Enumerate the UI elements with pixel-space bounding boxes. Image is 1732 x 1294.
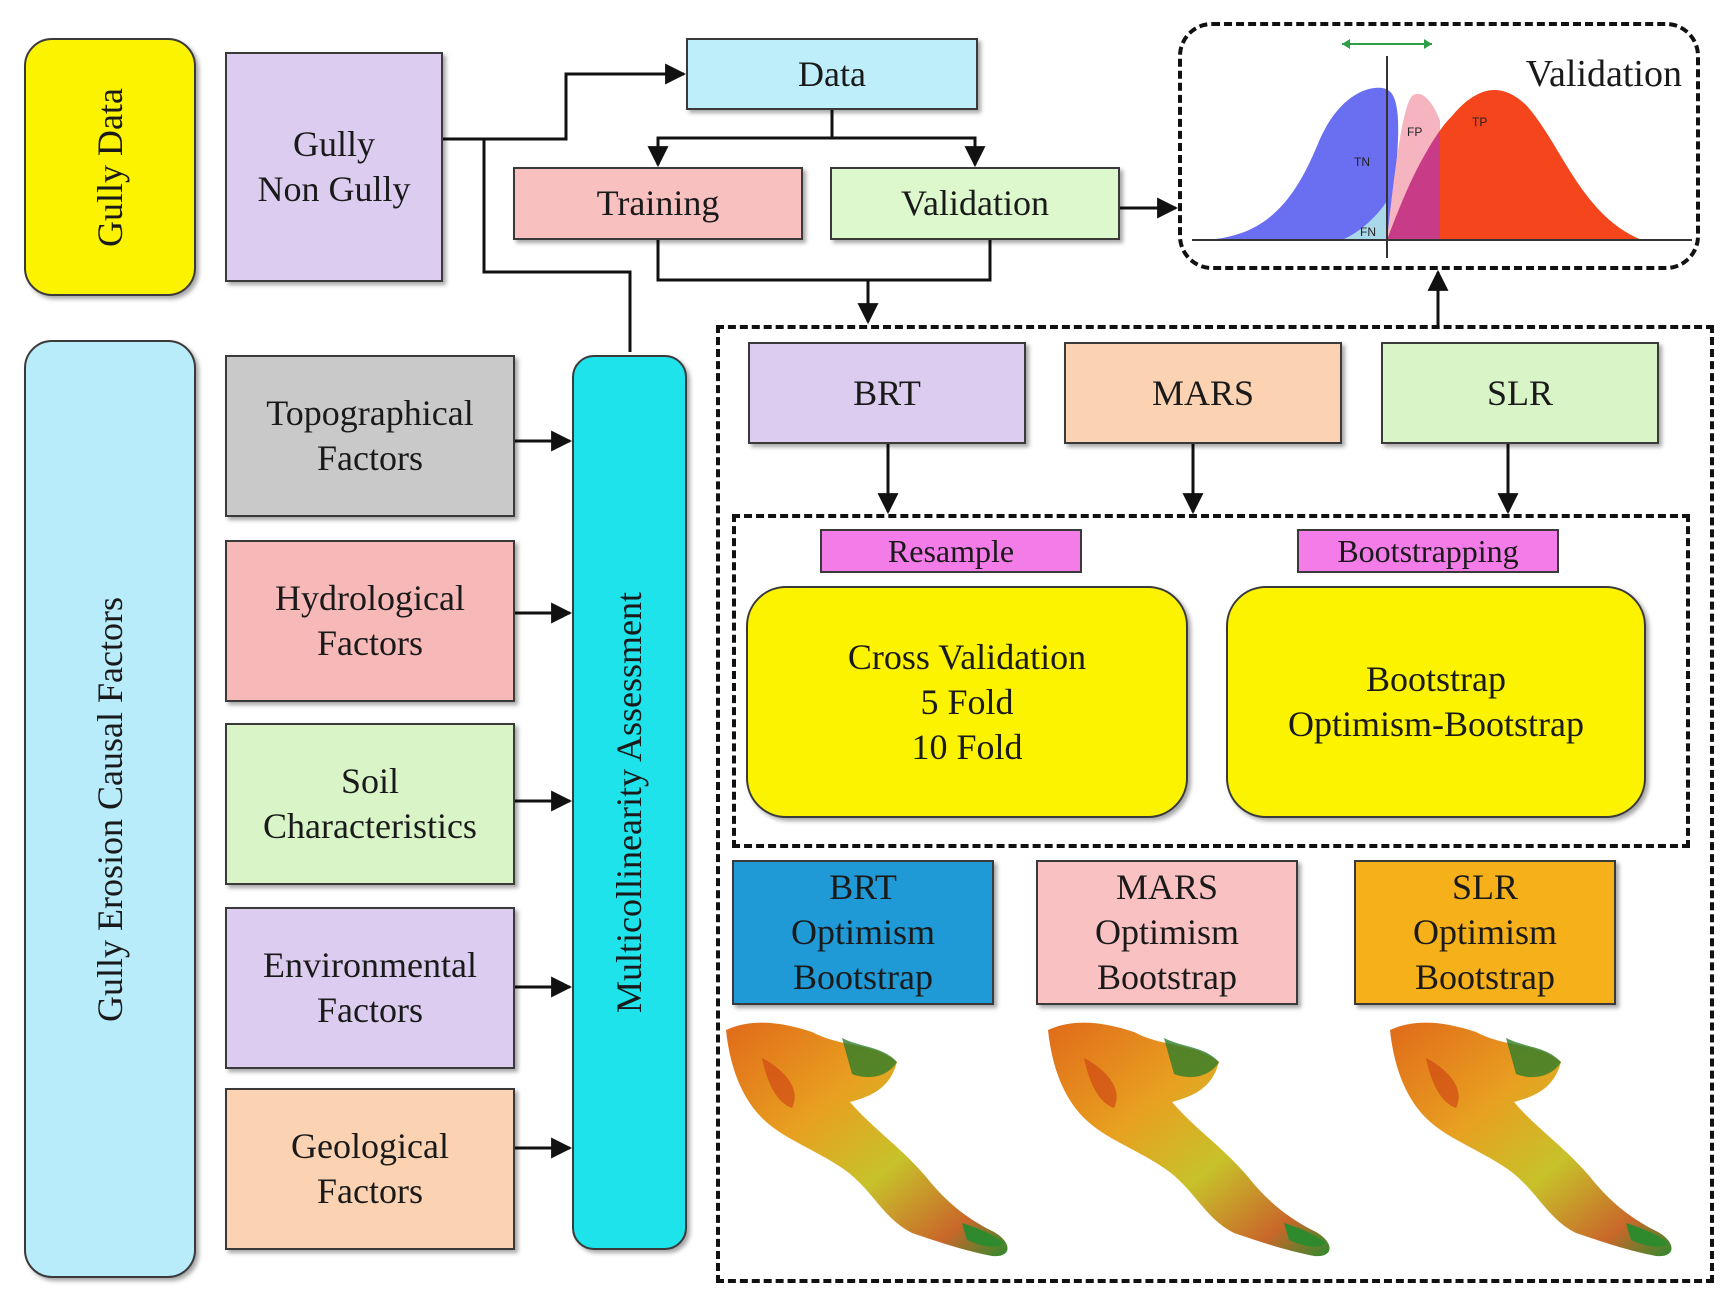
brt-optimism-line1: BRT: [829, 867, 897, 907]
brt-optimism-line2: Optimism: [790, 912, 936, 952]
roc-distribution-chart: TN FP TP FN: [1192, 39, 1692, 258]
mars-box: MARS: [1064, 342, 1342, 444]
mars-optimism-line1: MARS: [1115, 867, 1219, 907]
gully-to-multicollinearity-line: [482, 139, 632, 352]
slr-box: SLR: [1381, 342, 1659, 444]
brt-label: BRT: [853, 372, 921, 413]
factor-environmental-line1: Environmental: [263, 945, 477, 985]
causal-factors-label: Gully Erosion Causal Factors: [89, 596, 130, 1022]
tn-label: TN: [1354, 155, 1370, 169]
mars-optimism-line2: Optimism: [1094, 912, 1240, 952]
resample-tag: Resample: [820, 529, 1082, 573]
multicollinearity-label: Multicollinearity Assessment: [609, 592, 649, 1013]
validation-label: Validation: [901, 183, 1049, 223]
data-to-training-arrow: [647, 110, 834, 168]
gully-data-panel: Gully Data: [24, 38, 196, 296]
factor-geological-line1: Geological: [291, 1126, 449, 1166]
data-label: Data: [798, 53, 866, 94]
non-gully-label: Non Gully: [257, 169, 411, 209]
bootstrap-label: Bootstrap: [1366, 659, 1506, 699]
training-box: Training: [513, 167, 803, 240]
ten-fold-label: 10 Fold: [911, 726, 1023, 767]
factor-topographical: Topographical Factors: [225, 355, 515, 517]
negative-distribution: [1202, 87, 1399, 240]
factor-environmental-line2: Factors: [317, 990, 423, 1030]
fp-label: FP: [1407, 125, 1422, 139]
slr-optimism-box: SLR Optimism Bootstrap: [1354, 860, 1616, 1005]
bootstrapping-label: Bootstrapping: [1337, 533, 1519, 569]
factor-hydrological: Hydrological Factors: [225, 540, 515, 702]
overlap-region: [1387, 131, 1440, 240]
brt-optimism-box: BRT Optimism Bootstrap: [732, 860, 994, 1005]
factor-hydrological-line1: Hydrological: [275, 578, 465, 618]
factor-soil-line2: Characteristics: [263, 806, 477, 846]
multicollinearity-panel: Multicollinearity Assessment: [572, 355, 687, 1250]
factor-environmental: Environmental Factors: [225, 907, 515, 1069]
brt-box: BRT: [748, 342, 1026, 444]
slr-label: SLR: [1486, 372, 1554, 413]
slr-susceptibility-map: [1390, 1022, 1672, 1257]
mars-label: MARS: [1151, 372, 1255, 413]
gully-data-label: Gully Data: [89, 87, 130, 247]
causal-factors-panel: Gully Erosion Causal Factors: [24, 340, 196, 1278]
resample-label: Resample: [887, 533, 1015, 569]
models-region: [716, 325, 1714, 1283]
factor-soil-line1: Soil: [340, 761, 399, 801]
gully-to-data-arrow: [442, 63, 687, 141]
merge-line: [656, 240, 992, 282]
factor-hydrological-line2: Factors: [317, 623, 423, 663]
cross-validation-title: Cross Validation: [847, 636, 1087, 677]
five-fold-label: 5 Fold: [920, 681, 1014, 722]
training-label: Training: [596, 183, 720, 223]
tp-label: TP: [1472, 115, 1487, 129]
factor-geological-line2: Factors: [317, 1171, 423, 1211]
bootstrap-panel: Bootstrap Optimism-Bootstrap: [1226, 586, 1646, 818]
factor-geological: Geological Factors: [225, 1088, 515, 1250]
slr-optimism-line2: Optimism: [1412, 912, 1558, 952]
slr-optimism-line1: SLR: [1451, 867, 1519, 907]
positive-distribution: [1387, 89, 1642, 241]
factor-topographical-line1: Topographical: [266, 393, 474, 433]
gully-non-gully-box: Gully Non Gully: [225, 52, 443, 282]
gully-label: Gully: [292, 124, 375, 164]
mars-optimism-line3: Bootstrap: [1097, 957, 1237, 997]
validation-box: Validation: [830, 167, 1120, 240]
mars-optimism-box: MARS Optimism Bootstrap: [1036, 860, 1298, 1005]
factor-topographical-line2: Factors: [317, 438, 423, 478]
optimism-bootstrap-label: Optimism-Bootstrap: [1288, 704, 1584, 744]
slr-optimism-line3: Bootstrap: [1415, 957, 1555, 997]
validation-panel: TN FP TP FN Validation: [1178, 22, 1700, 270]
mars-susceptibility-map: [1048, 1022, 1330, 1257]
validation-panel-title: Validation: [1525, 53, 1682, 95]
cross-validation-panel: Cross Validation 5 Fold 10 Fold: [746, 586, 1188, 818]
brt-optimism-line3: Bootstrap: [793, 957, 933, 997]
data-to-validation-arrow: [832, 136, 986, 168]
resampling-region: [732, 514, 1690, 848]
factor-soil: Soil Characteristics: [225, 723, 515, 885]
bootstrapping-tag: Bootstrapping: [1297, 529, 1559, 573]
fn-region: [1342, 201, 1387, 240]
fn-label: FN: [1360, 225, 1376, 239]
brt-susceptibility-map: [726, 1022, 1008, 1257]
data-box: Data: [686, 38, 978, 110]
